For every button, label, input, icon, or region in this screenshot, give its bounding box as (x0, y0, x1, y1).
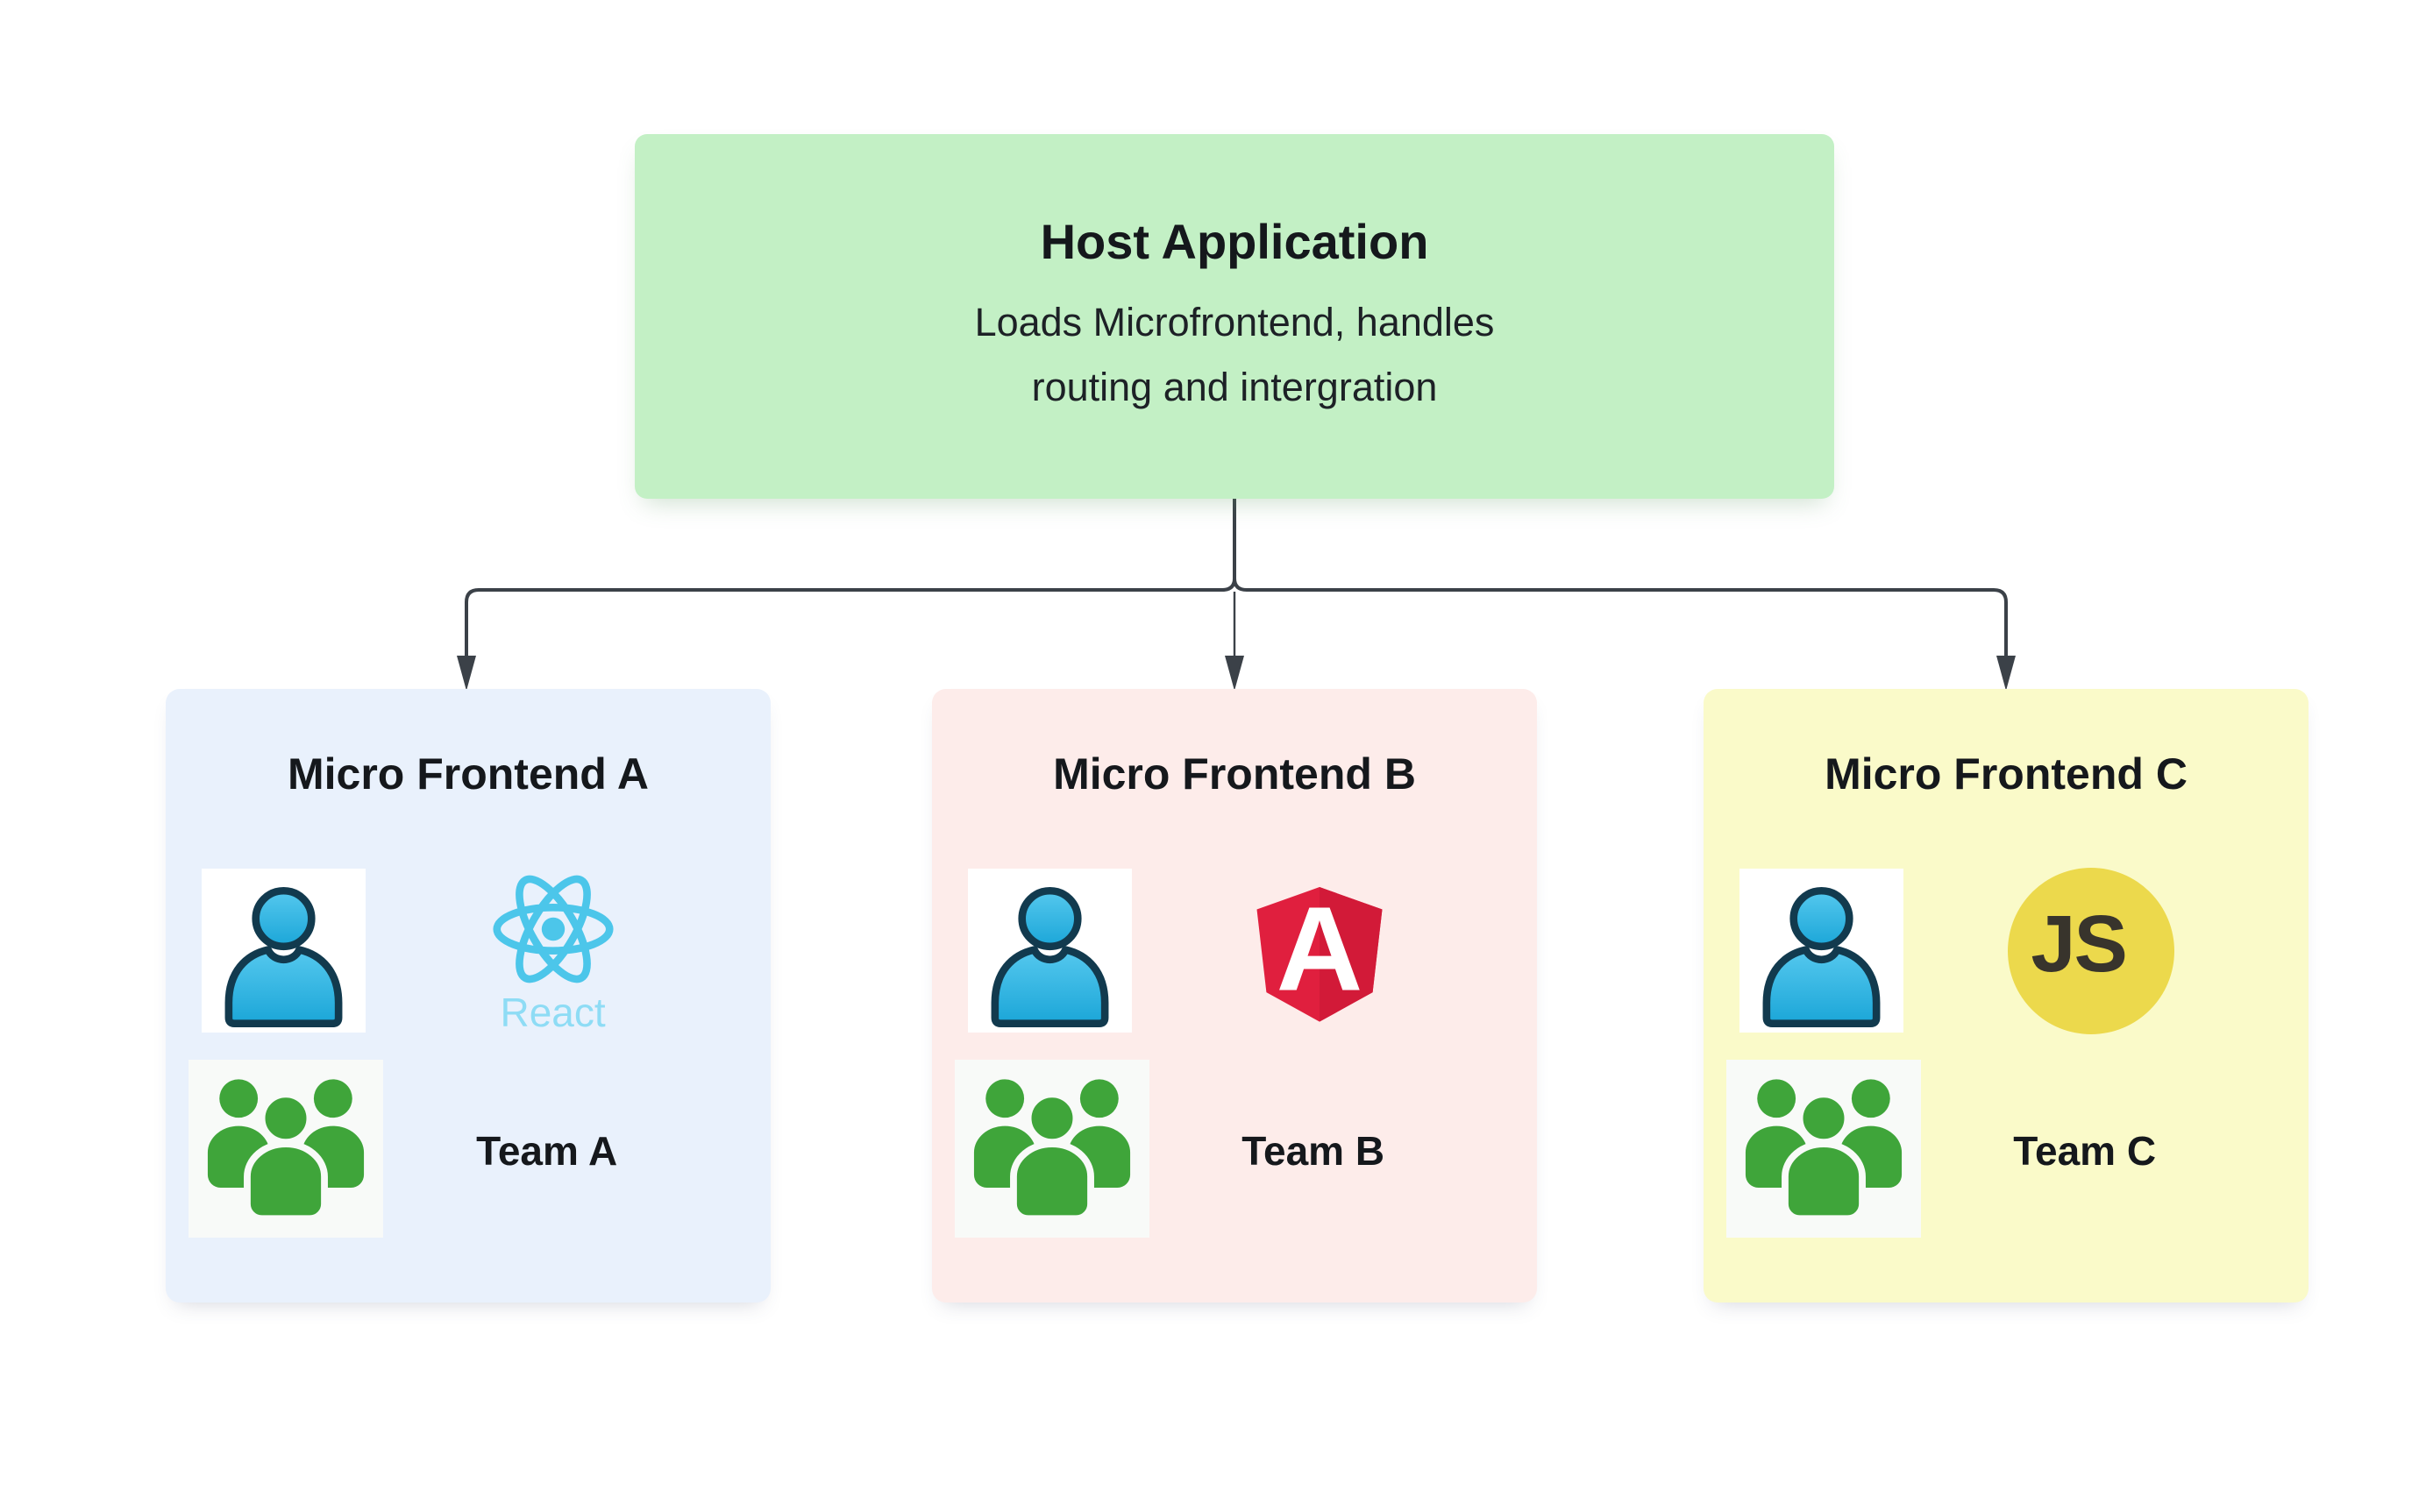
react-logo: React (480, 868, 626, 1034)
host-title: Host Application (1040, 214, 1429, 269)
host-application-box: Host Application Loads Microfrontend, ha… (635, 134, 1834, 499)
react-atom-icon (493, 875, 614, 983)
js-circle-icon: JS (2007, 868, 2174, 1034)
card-b-title: Micro Frontend B (1053, 749, 1416, 799)
javascript-logo: JS (2007, 868, 2174, 1034)
team-c-label: Team C (2013, 1128, 2157, 1174)
team-a-label: Team A (476, 1128, 618, 1174)
arrowhead-middle-icon (1225, 656, 1244, 691)
arrowhead-right-icon (1996, 656, 2016, 691)
person-avatar-icon (1739, 869, 1903, 1033)
arrowhead-left-icon (457, 656, 476, 691)
micro-frontend-a-card: Micro Frontend A React (166, 689, 771, 1303)
person-avatar-icon (968, 869, 1132, 1033)
host-subtitle-line-2: routing and intergration (1031, 365, 1438, 409)
angular-shield-icon: A (1256, 882, 1383, 1022)
card-c-title: Micro Frontend C (1825, 749, 2188, 799)
team-group-icon (189, 1060, 383, 1238)
team-b-label: Team B (1241, 1128, 1385, 1174)
card-a-title: Micro Frontend A (287, 749, 649, 799)
micro-frontend-c-card: Micro Frontend C JS (1704, 689, 2309, 1303)
person-avatar-icon (202, 869, 366, 1033)
team-group-icon (955, 1060, 1149, 1238)
host-subtitle-line-1: Loads Microfrontend, handles (974, 300, 1495, 344)
connector-left-branch (465, 499, 1236, 657)
micro-frontend-b-card: Micro Frontend B A (932, 689, 1537, 1303)
js-letters: JS (2031, 898, 2128, 989)
connector-right-branch (1233, 499, 2008, 657)
team-group-icon (1726, 1060, 1921, 1238)
react-wordmark: React (500, 990, 606, 1035)
angular-letter: A (1276, 882, 1362, 1016)
angular-logo: A (1235, 865, 1404, 1037)
